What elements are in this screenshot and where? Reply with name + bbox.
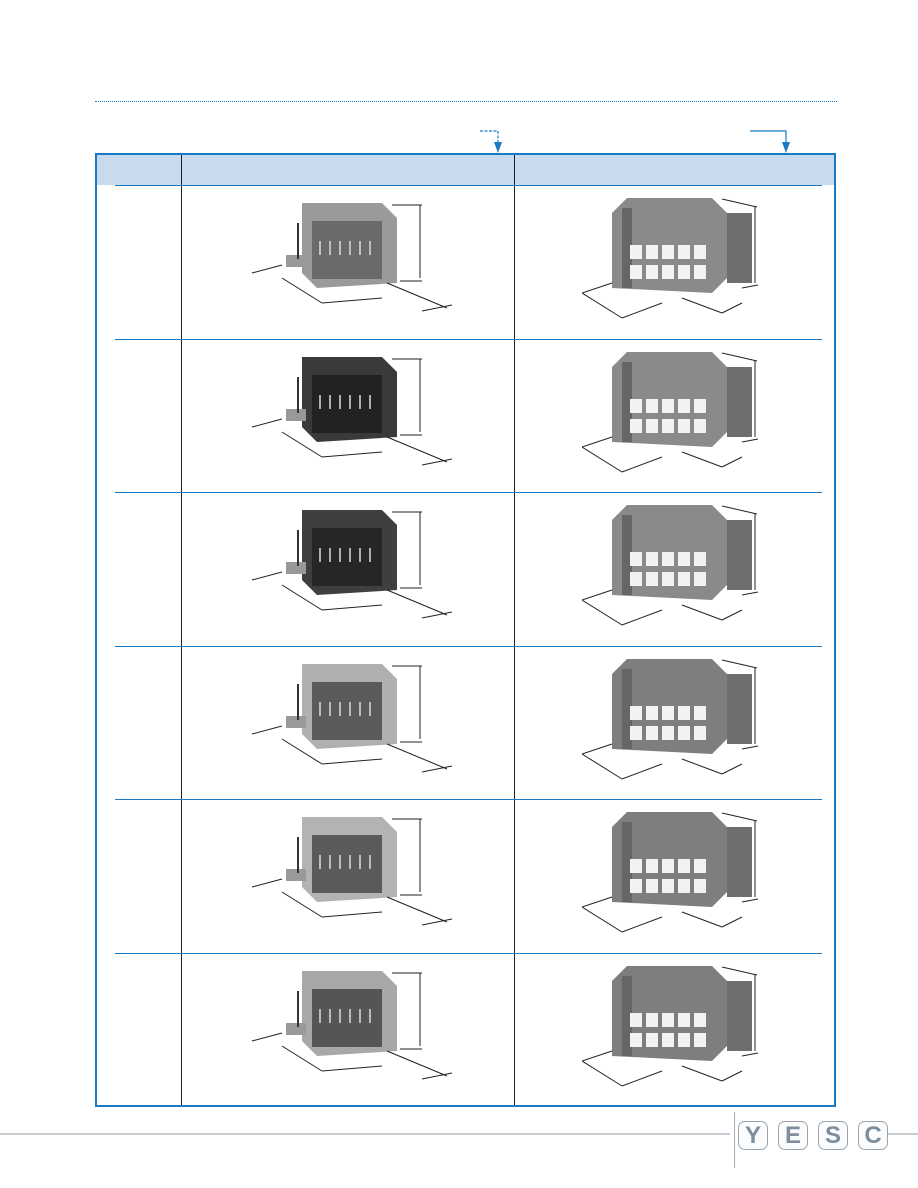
column-divider [181,155,182,1105]
row-divider [115,952,822,954]
row-divider [115,338,822,340]
arrow-down-icon [480,130,502,153]
yesc-logo: Y E S C [738,1121,888,1150]
receptacle-connector-image [581,193,822,333]
logo-letter: E [778,1121,808,1150]
footer-rule [870,1133,918,1135]
connector-table [95,153,836,1107]
row-divider [115,492,822,493]
receptacle-connector-image [581,347,822,487]
receptacle-connector-image [581,654,822,794]
table-header-row [97,155,834,185]
column-divider [514,155,515,1105]
receptacle-connector-image [581,961,822,1101]
logo-letter: C [858,1121,888,1150]
logo-letter: Y [738,1121,768,1150]
row-divider [115,799,822,800]
header-connector-image [222,347,462,487]
row-divider [115,185,822,186]
header-connector-image [222,193,462,333]
row-divider [115,645,822,647]
header-connector-image [222,654,462,794]
footer-divider [734,1112,735,1168]
header-connector-image [222,807,462,947]
arrow-down-icon [750,130,790,153]
receptacle-connector-image [581,807,822,947]
footer-rule [0,1133,730,1135]
receptacle-connector-image [581,500,822,640]
logo-letter: S [818,1121,848,1150]
header-connector-image [222,500,462,640]
header-connector-image [222,961,462,1101]
header-divider [95,101,837,102]
